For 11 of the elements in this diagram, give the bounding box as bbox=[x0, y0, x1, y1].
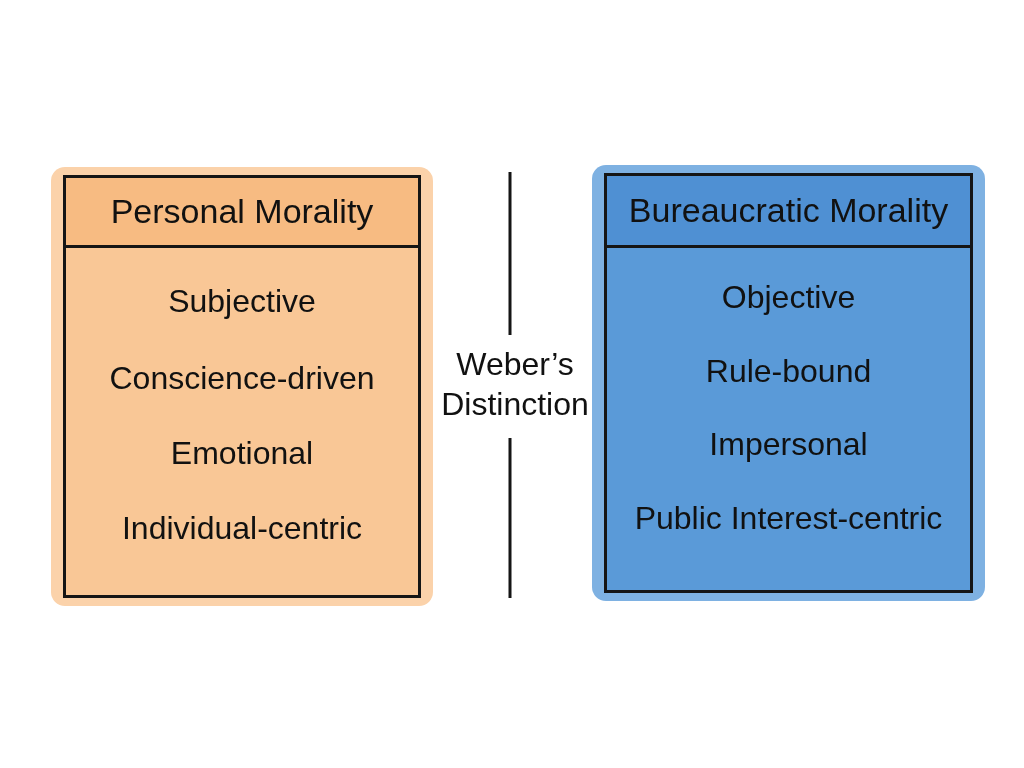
trait-text: Conscience-driven bbox=[108, 359, 376, 398]
trait-text: Individual-centric bbox=[120, 509, 364, 548]
center-label: Weber’s Distinction bbox=[440, 345, 590, 424]
trait-text: Public Interest-centric bbox=[633, 499, 944, 538]
trait-text: Emotional bbox=[169, 434, 315, 473]
trait-text: Subjective bbox=[167, 282, 317, 321]
trait-text: Rule-bound bbox=[704, 352, 873, 391]
trait-text: Impersonal bbox=[708, 425, 869, 464]
column-heading: Personal Morality bbox=[66, 178, 418, 248]
column-heading: Bureaucratic Morality bbox=[607, 176, 970, 248]
trait-text: Objective bbox=[720, 278, 857, 317]
